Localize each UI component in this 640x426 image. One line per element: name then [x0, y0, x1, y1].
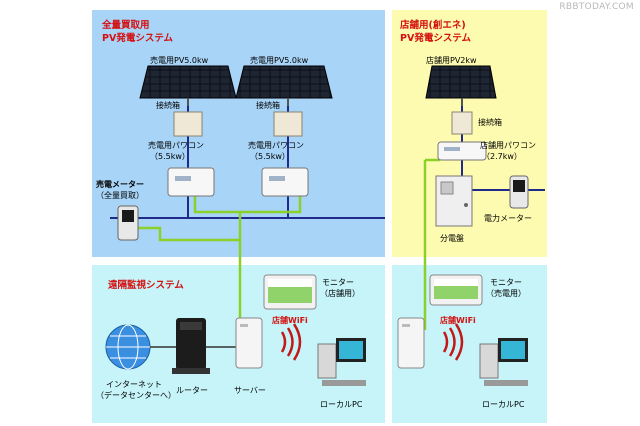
store-pv-label: 店舗用PV2kw	[426, 56, 477, 65]
pv1-label: 売電用PV5.0kw	[150, 56, 209, 65]
wifi1-label: 店舗WiFi	[272, 316, 308, 325]
pcs1-label-line2: （5.5kw）	[150, 152, 190, 161]
monitor2-label-line2: （売電用）	[486, 289, 526, 298]
junction2-label: 接続箱	[256, 101, 280, 110]
monitor-icon	[429, 274, 483, 306]
generation-title-line2: PV発電システム	[102, 33, 174, 44]
meter-label-line1: 売電メーター	[96, 180, 144, 189]
generation-panel	[92, 10, 385, 257]
meter-label-line2: （全量買取）	[96, 191, 144, 200]
pcs2-label-line2: （5.5kw）	[250, 152, 290, 161]
solar-panel-icon	[425, 65, 497, 106]
globe-icon	[105, 324, 151, 370]
data-lines	[132, 158, 440, 330]
junction-box-icon	[273, 111, 303, 137]
wifi2-label: 店舗WiFi	[440, 316, 476, 325]
internet-label-line2: （データセンターへ）	[96, 391, 176, 400]
solar-panel-icon	[139, 65, 237, 106]
router-label: ルーター	[176, 386, 208, 395]
monitor1-label-line2: （店舗用）	[320, 289, 360, 298]
desktop-pc-icon	[479, 338, 528, 386]
pc1-label: ローカルPC	[320, 400, 363, 409]
pv2-label: 売電用PV5.0kw	[250, 56, 309, 65]
pcs2-label-line1: 売電用パワコン	[248, 141, 304, 150]
inverter-icon	[167, 167, 215, 197]
watermark: RBBTODAY.COM	[559, 2, 634, 12]
router-icon	[172, 318, 210, 374]
wifi-signal-icon	[442, 323, 464, 361]
electric-meter-icon	[509, 175, 529, 209]
inverter-icon	[261, 167, 309, 197]
power-lines	[110, 106, 545, 219]
generation-title-line1: 全量買取用	[102, 20, 150, 31]
pcs1-label-line1: 売電用パワコン	[148, 141, 204, 150]
store-pcs-label-line1: 店舗用パワコン	[480, 141, 536, 150]
panelboard-icon	[435, 175, 473, 227]
monitor2-label-line1: モニター	[490, 278, 522, 287]
internet-label-line1: インターネット	[106, 380, 162, 389]
inverter-icon	[437, 141, 487, 161]
junction-box-icon	[451, 111, 473, 135]
store-title-line1: 店舗用(創エネ)	[400, 20, 466, 31]
electric-meter-icon	[117, 205, 139, 241]
server-icon	[397, 317, 425, 369]
store-junction-label: 接続箱	[478, 118, 502, 127]
store-title-line2: PV発電システム	[400, 33, 472, 44]
power-meter-label: 電力メーター	[484, 214, 532, 223]
junction-box-icon	[173, 111, 203, 137]
server-label: サーバー	[234, 386, 266, 395]
pc2-label: ローカルPC	[482, 400, 525, 409]
panelboard-label: 分電盤	[440, 234, 464, 243]
wifi-signal-icon	[280, 323, 302, 361]
solar-panel-icon	[235, 65, 333, 106]
monitor-icon	[263, 274, 317, 310]
store-pcs-label-line2: （2.7kw）	[482, 152, 522, 161]
server-icon	[235, 317, 263, 369]
monitor1-label-line1: モニター	[322, 278, 354, 287]
junction1-label: 接続箱	[156, 101, 180, 110]
monitoring-title: 遠隔監視システム	[108, 280, 184, 291]
desktop-pc-icon	[317, 338, 366, 386]
